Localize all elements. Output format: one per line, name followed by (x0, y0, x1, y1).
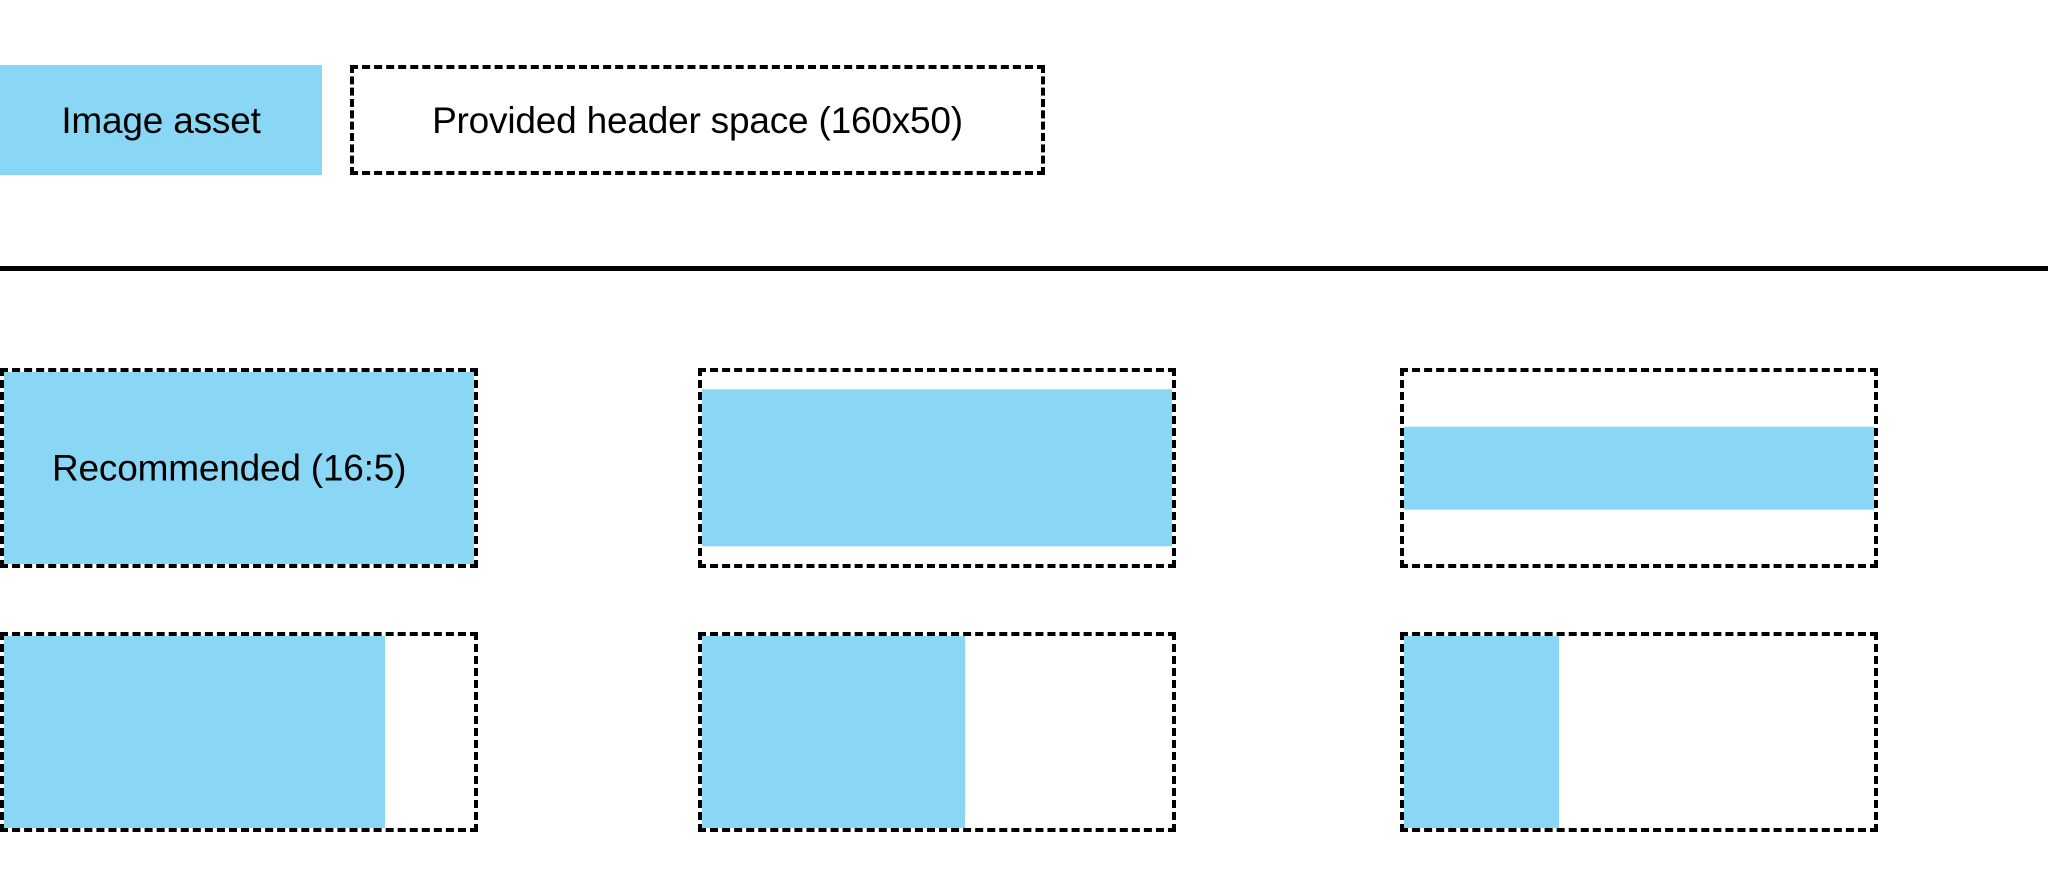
spec-frame-width-narrow (1400, 632, 1878, 832)
spec-frame-width-wide (0, 632, 478, 832)
image-asset-swatch: Image asset (0, 65, 322, 175)
section-divider (0, 266, 2048, 271)
spec-frame-ratio-short (1400, 368, 1878, 568)
asset-fill (4, 372, 474, 564)
asset-fill (702, 636, 966, 828)
provided-header-space-label: Provided header space (160x50) (432, 99, 963, 141)
image-asset-label: Image asset (61, 99, 261, 141)
aspect-ratio-row: Recommended (16:5) (0, 368, 2048, 568)
provided-header-space-frame: Provided header space (160x50) (350, 65, 1045, 175)
spec-frame-width-medium (698, 632, 1176, 832)
spec-frame-recommended: Recommended (16:5) (0, 368, 478, 568)
recommended-ratio-label: Recommended (16:5) (52, 447, 407, 489)
asset-fill (1404, 426, 1874, 510)
header-band: Image asset Provided header space (160x5… (0, 65, 2048, 175)
width-fit-row (0, 632, 2048, 832)
spec-frame-ratio-medium (698, 368, 1176, 568)
asset-fill (702, 389, 1172, 547)
asset-fill (4, 636, 385, 828)
asset-fill (1404, 636, 1560, 828)
